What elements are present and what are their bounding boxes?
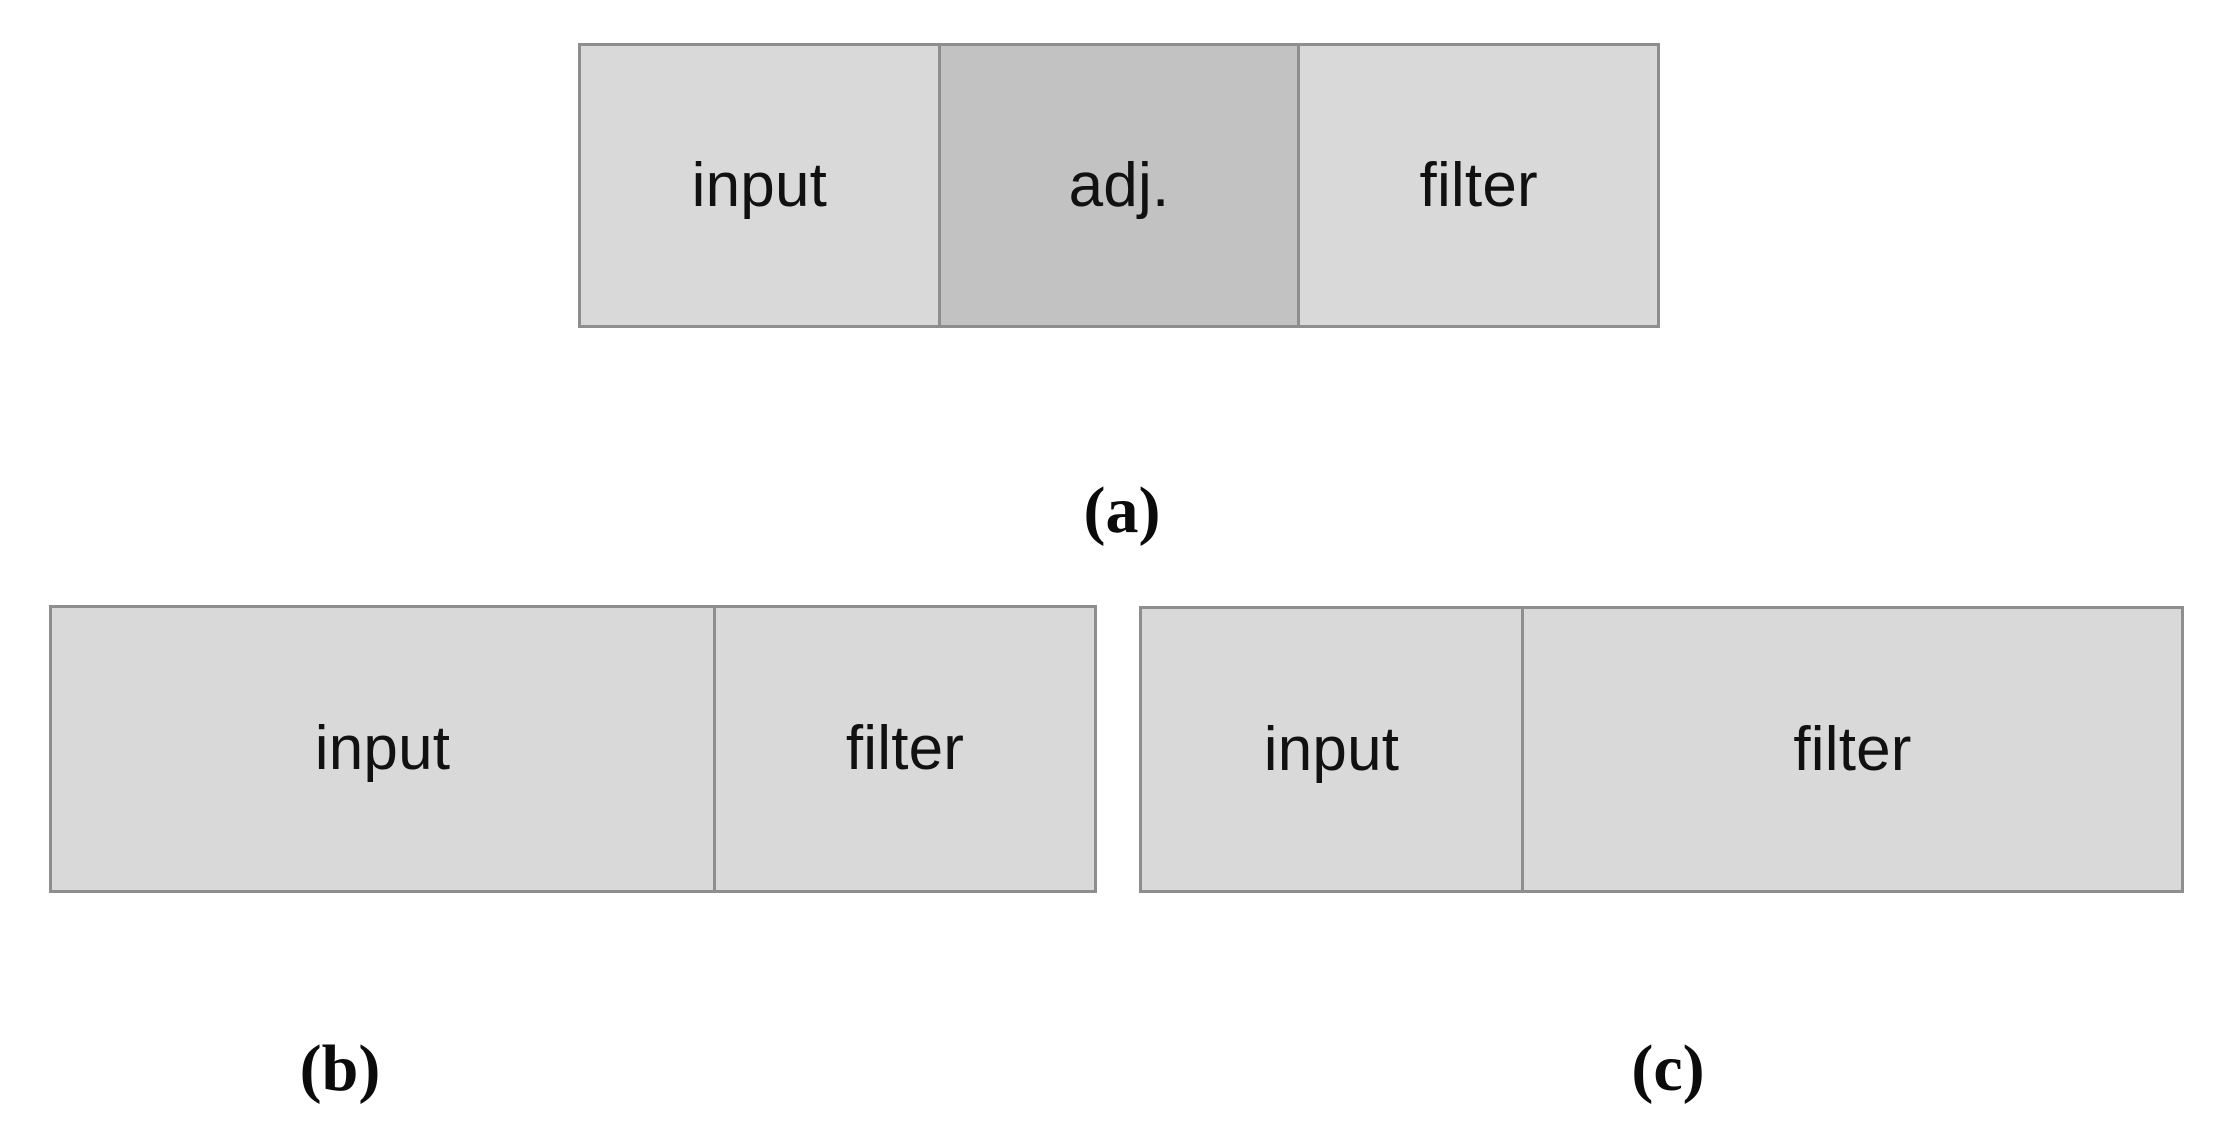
panel-c-block: input filter [1139,606,2184,893]
panel-a-block: input adj. filter [578,43,1660,328]
panel-a-cell-filter: filter [1297,46,1658,325]
panel-c-caption: (c) [1631,1032,1705,1105]
panel-c-cell-filter: filter [1521,609,2181,890]
panel-b-cell-input: input [52,608,713,890]
panel-c-cell-input: input [1142,609,1521,890]
panel-b-cell-filter: filter [713,608,1094,890]
panel-b-caption: (b) [299,1032,381,1105]
panel-a-cell-input: input [581,46,938,325]
panel-b-block: input filter [49,605,1097,893]
panel-a-cell-adjacent: adj. [937,46,1298,325]
panel-a-caption: (a) [1083,474,1161,547]
